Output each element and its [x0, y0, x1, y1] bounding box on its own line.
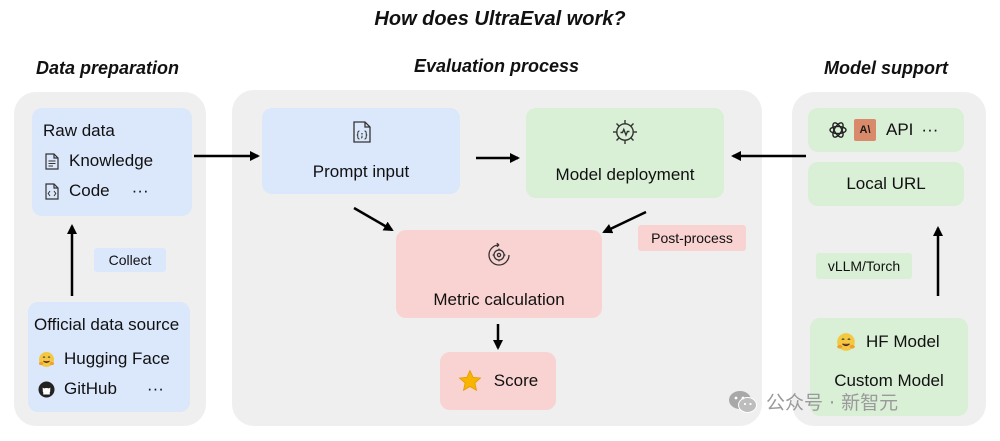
section-title-evaluation-process: Evaluation process — [414, 56, 580, 76]
api-label: API — [886, 120, 914, 139]
official-data-source-title: Official data source — [34, 315, 180, 334]
openai-logo-icon — [828, 120, 848, 140]
custom-model-label: Custom Model — [834, 371, 944, 390]
document-icon — [45, 152, 59, 170]
section-title-model-support: Model support — [824, 58, 948, 78]
wechat-icon — [728, 389, 758, 415]
score-box: Score — [440, 352, 556, 410]
prompt-input-label: Prompt input — [312, 162, 410, 181]
code-file-icon — [45, 182, 59, 200]
raw-data-item-code: Code ··· — [45, 181, 149, 201]
metric-gear-icon — [484, 240, 514, 275]
metric-calculation-label: Metric calculation — [433, 290, 565, 309]
official-source-more: ··· — [146, 379, 164, 398]
model-deployment-box: Model deployment — [526, 108, 724, 198]
raw-data-box: Raw data Knowledge Code ··· — [32, 108, 192, 216]
watermark-text: 公众号 · 新智元 — [766, 392, 899, 414]
api-more: ··· — [921, 120, 939, 139]
hugging-face-emoji-icon — [836, 332, 856, 352]
code-label: Code — [69, 181, 110, 200]
github-icon — [38, 381, 55, 398]
post-process-label: Post-process — [638, 225, 746, 251]
vllm-torch-label: vLLM/Torch — [816, 253, 912, 279]
hf-custom-model-box: HF Model Custom Model — [810, 318, 968, 416]
official-source-item-github: GitHub ··· — [38, 379, 164, 399]
model-deployment-label: Model deployment — [555, 165, 695, 184]
prompt-file-icon — [353, 121, 371, 148]
hugging-face-label: Hugging Face — [64, 349, 170, 368]
score-label: Score — [493, 371, 539, 390]
watermark: 公众号 · 新智元 — [728, 388, 898, 415]
hf-model-label: HF Model — [866, 332, 940, 351]
hugging-face-emoji-icon — [38, 351, 55, 368]
official-data-source-box: Official data source Hugging Face GitHub… — [28, 302, 190, 412]
diagram-title: How does UltraEval work? — [374, 8, 626, 30]
star-icon — [458, 369, 482, 393]
anthropic-logo-icon: A\ — [854, 119, 876, 141]
metric-calculation-box: Metric calculation — [396, 230, 602, 318]
section-title-data-preparation: Data preparation — [36, 58, 180, 78]
github-label: GitHub — [64, 379, 117, 398]
raw-data-item-knowledge: Knowledge — [45, 151, 153, 171]
raw-data-title: Raw data — [43, 121, 115, 140]
official-source-item-hugging-face: Hugging Face — [38, 349, 170, 369]
collect-label: Collect — [94, 248, 166, 272]
local-url-box: Local URL — [808, 162, 964, 206]
gear-icon — [611, 118, 639, 151]
knowledge-label: Knowledge — [69, 151, 154, 170]
raw-data-more: ··· — [131, 181, 149, 200]
hf-model-row: HF Model — [836, 332, 940, 352]
api-box: A\ API ··· — [808, 108, 964, 152]
prompt-input-box: Prompt input — [262, 108, 460, 194]
